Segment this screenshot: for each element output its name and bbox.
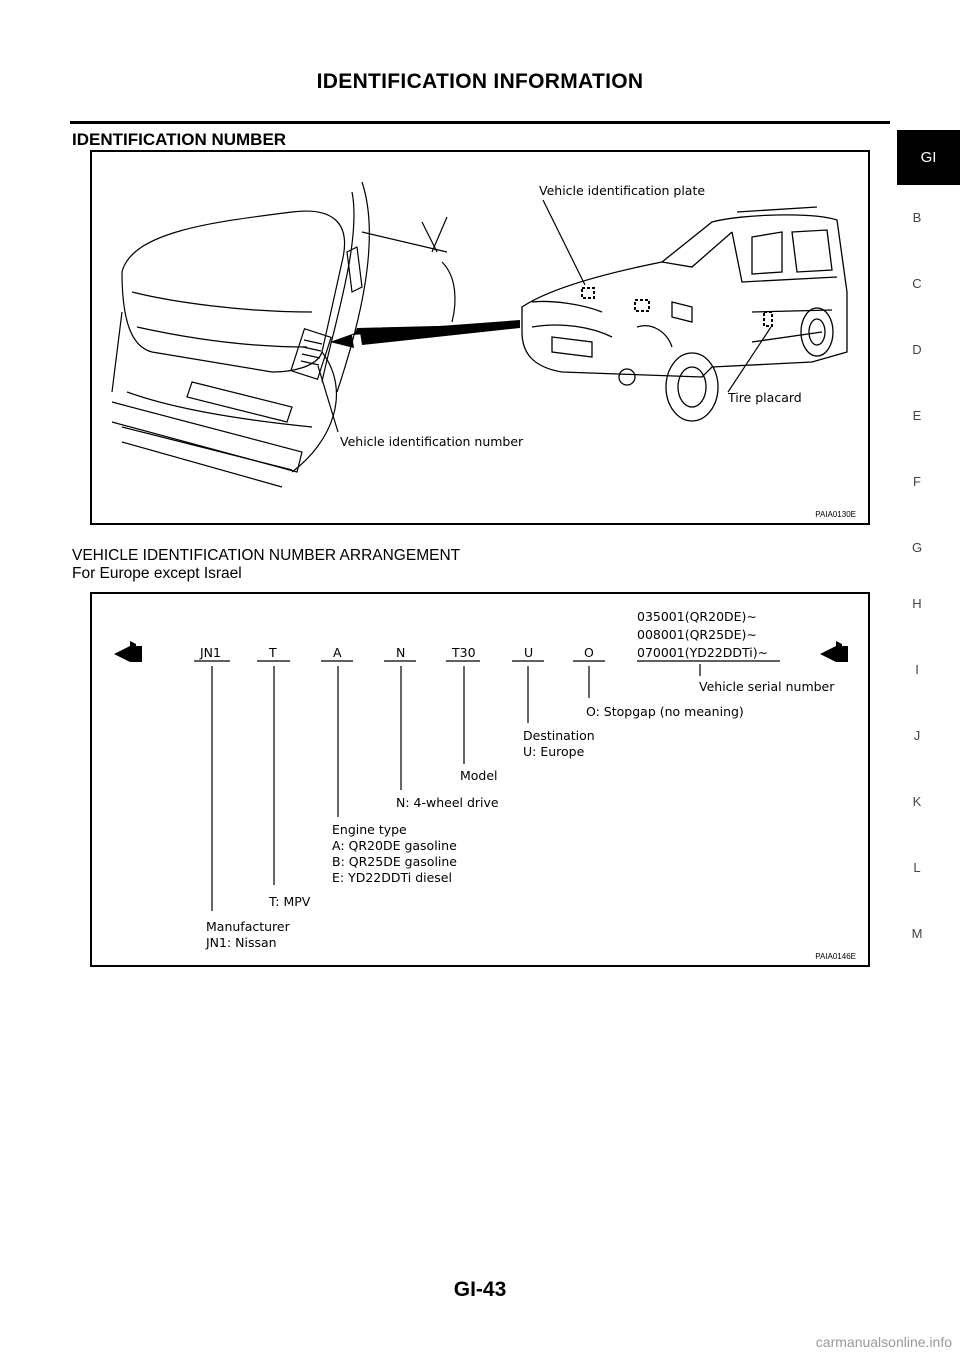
label-vehicle-identification-number: Vehicle identification number	[340, 434, 524, 449]
vin-location-figure: Vehicle identification plate Tire placar…	[90, 150, 870, 525]
label-manufacturer-value: JN1: Nissan	[205, 935, 277, 950]
side-tab-e[interactable]: E	[912, 408, 922, 423]
side-tab-j[interactable]: J	[913, 728, 921, 743]
label-engine-e: E: YD22DDTi diesel	[332, 870, 452, 885]
vin-arrangement-heading: VEHICLE IDENTIFICATION NUMBER ARRANGEMEN…	[72, 547, 461, 564]
vin-pos-drive: N	[396, 645, 405, 660]
label-vehicle-identification-plate: Vehicle identification plate	[539, 183, 705, 198]
label-destination: Destination	[523, 728, 595, 743]
vin-arrangement-diagram: JN1 T A N T30 U O 035001(QR20DE)∼ 008001…	[114, 609, 848, 950]
page-number: GI-43	[453, 1278, 507, 1301]
label-engine-b: B: QR25DE gasoline	[332, 854, 457, 869]
label-destination-value: U: Europe	[523, 744, 585, 759]
side-tab-c[interactable]: C	[912, 276, 922, 291]
label-manufacturer: Manufacturer	[206, 919, 291, 934]
vin-arrangement-figure: JN1 T A N T30 U O 035001(QR20DE)∼ 008001…	[90, 592, 870, 967]
figure-code: PAIA0146E	[815, 952, 856, 961]
label-model: Model	[460, 768, 498, 783]
serial-line-2: 008001(QR25DE)∼	[637, 627, 757, 642]
section-title: IDENTIFICATION NUMBER	[72, 130, 287, 149]
label-body: T: MPV	[268, 894, 311, 909]
label-engine-a: A: QR20DE gasoline	[332, 838, 457, 853]
label-vehicle-serial-number: Vehicle serial number	[699, 679, 835, 694]
side-tab-k[interactable]: K	[912, 794, 922, 809]
side-tab-h[interactable]: H	[912, 596, 922, 611]
side-tab-l[interactable]: L	[913, 860, 921, 875]
label-stopgap: O: Stopgap (no meaning)	[586, 704, 744, 719]
label-drive: N: 4-wheel drive	[396, 795, 499, 810]
vin-arrangement-subheading: For Europe except Israel	[72, 565, 242, 582]
label-engine-type: Engine type	[332, 822, 407, 837]
side-tab-d[interactable]: D	[912, 342, 922, 357]
vin-start-mark	[114, 641, 142, 662]
vin-pos-engine: A	[333, 645, 342, 660]
vin-location-illustration: Vehicle identification plate Tire placar…	[111, 181, 848, 488]
side-tab-g[interactable]: G	[911, 540, 923, 555]
side-tab-f[interactable]: F	[913, 474, 921, 489]
page-header: IDENTIFICATION INFORMATION	[316, 70, 644, 93]
figure-code: PAIA0130E	[815, 510, 856, 519]
side-tab-m[interactable]: M	[911, 926, 923, 941]
serial-line-1: 035001(QR20DE)∼	[637, 609, 757, 624]
side-tab-i[interactable]: I	[915, 662, 919, 677]
side-tab-active[interactable]: GI	[897, 130, 960, 185]
vin-pos-destination: U	[524, 645, 533, 660]
header-rule	[70, 121, 890, 124]
serial-line-3: 070001(YD22DDTi)∼	[637, 645, 768, 660]
vin-pos-manufacturer: JN1	[199, 645, 221, 660]
watermark: carmanualsonline.info	[815, 1334, 952, 1350]
vin-pos-body: T	[268, 645, 277, 660]
vin-end-mark	[820, 641, 848, 662]
vin-pos-stopgap: O	[584, 645, 594, 660]
label-tire-placard: Tire placard	[727, 390, 802, 405]
vin-pos-model: T30	[451, 645, 476, 660]
side-tab-b[interactable]: B	[912, 210, 922, 225]
